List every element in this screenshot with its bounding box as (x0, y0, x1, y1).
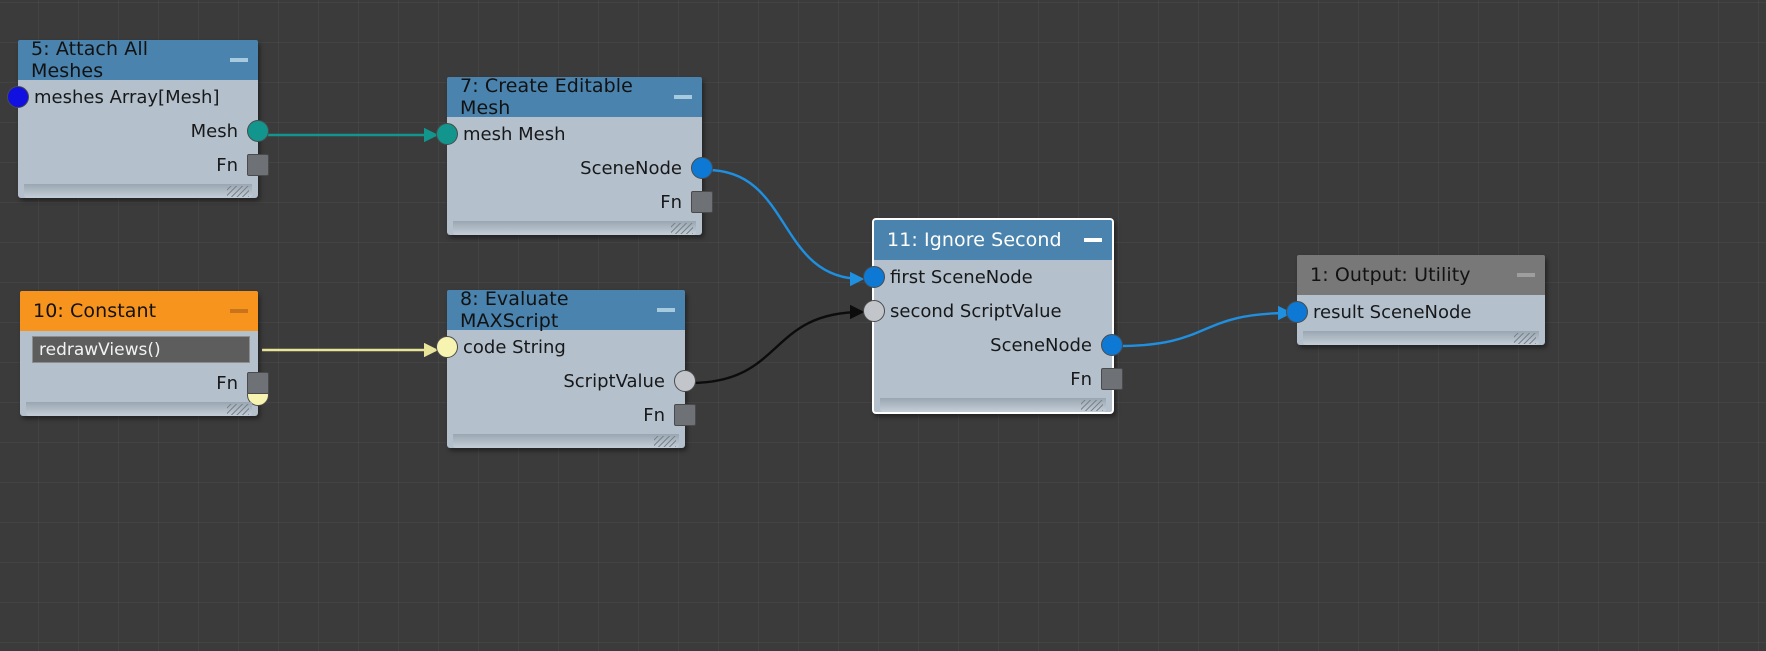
fn-socket-icon[interactable] (1101, 368, 1123, 390)
input-row[interactable]: code String (436, 330, 685, 364)
node-title-bar[interactable]: 8: Evaluate MAXScript (447, 288, 685, 332)
node-title: 8: Evaluate MAXScript (460, 288, 569, 332)
resize-grip-icon[interactable] (227, 186, 249, 197)
output-label: Mesh (190, 120, 238, 142)
node-body: result SceneNode (1286, 295, 1545, 329)
fn-socket-icon[interactable] (247, 372, 269, 394)
input-label: mesh Mesh (463, 123, 566, 145)
socket-icon[interactable] (1101, 334, 1123, 356)
socket-icon[interactable] (863, 266, 885, 288)
node-footer (1303, 331, 1539, 345)
node-body: redrawViews() Fn (20, 336, 269, 406)
output-label: SceneNode (580, 157, 682, 179)
node-title-bar[interactable]: 11: Ignore Second (874, 220, 1112, 260)
input-label: result SceneNode (1313, 301, 1472, 323)
node-10[interactable]: 10: Constant redrawViews() Fn (20, 291, 269, 416)
output-row[interactable]: Fn (447, 398, 696, 432)
node-title: 11: Ignore Second (887, 229, 1062, 251)
node-footer (453, 434, 679, 448)
output-label: Fn (1070, 368, 1092, 390)
output-label: SceneNode (990, 334, 1092, 356)
node-title: 1: Output: Utility (1310, 264, 1471, 286)
wire-scenenode-1[interactable] (706, 168, 865, 287)
input-label: second ScriptValue (890, 300, 1062, 322)
output-row[interactable]: Mesh (18, 114, 269, 148)
constant-value-input[interactable]: redrawViews() (32, 336, 250, 363)
resize-grip-icon[interactable] (671, 223, 693, 234)
node-title-bar[interactable]: 5: Attach All Meshes (18, 38, 258, 82)
socket-icon[interactable] (863, 300, 885, 322)
output-label: Fn (216, 154, 238, 176)
resize-grip-icon[interactable] (227, 404, 249, 415)
node-footer (26, 402, 252, 416)
minimize-icon[interactable] (1517, 273, 1535, 277)
output-row[interactable]: Fn (18, 148, 269, 182)
node-1[interactable]: 1: Output: Utility result SceneNode (1286, 255, 1545, 345)
node-title-bar[interactable]: 7: Create Editable Mesh (447, 75, 702, 119)
node-title: 7: Create Editable Mesh (460, 75, 633, 119)
node-title: 10: Constant (33, 300, 157, 322)
node-footer (24, 184, 252, 198)
resize-grip-icon[interactable] (1514, 333, 1536, 344)
node-footer (453, 221, 696, 235)
output-label: Fn (660, 191, 682, 213)
input-row[interactable]: result SceneNode (1286, 295, 1545, 329)
input-label: code String (463, 336, 566, 358)
socket-icon[interactable] (247, 120, 269, 142)
resize-grip-icon[interactable] (1081, 400, 1103, 411)
input-label: meshes Array[Mesh] (34, 86, 220, 108)
input-row[interactable]: first SceneNode (863, 260, 1112, 294)
output-label: ScriptValue (563, 370, 665, 392)
minimize-icon[interactable] (657, 308, 675, 312)
output-label: Fn (216, 372, 238, 394)
output-row[interactable]: ScriptValue (447, 364, 696, 398)
wire-scenenode-2[interactable] (1118, 305, 1293, 348)
socket-icon[interactable] (674, 370, 696, 392)
node-footer (880, 398, 1106, 412)
input-row[interactable]: mesh Mesh (436, 117, 702, 151)
input-label: first SceneNode (890, 266, 1033, 288)
input-row[interactable]: second ScriptValue (863, 294, 1112, 328)
fn-socket-icon[interactable] (674, 404, 696, 426)
resize-grip-icon[interactable] (654, 436, 676, 447)
minimize-icon[interactable] (230, 309, 248, 313)
node-title-bar[interactable]: 1: Output: Utility (1297, 255, 1545, 295)
output-row[interactable]: Fn (447, 185, 713, 219)
output-label: Fn (643, 404, 665, 426)
socket-icon[interactable] (7, 86, 29, 108)
wire-scriptvalue[interactable] (689, 304, 865, 385)
minimize-icon[interactable] (230, 58, 248, 62)
node-5[interactable]: 5: Attach All Meshes meshes Array[Mesh] Me… (7, 38, 269, 198)
minimize-icon[interactable] (1084, 238, 1102, 242)
output-row[interactable]: Fn (874, 362, 1123, 396)
socket-icon[interactable] (1286, 301, 1308, 323)
socket-icon[interactable] (436, 123, 458, 145)
node-title-bar[interactable]: 10: Constant (20, 291, 258, 331)
fn-socket-icon[interactable] (691, 191, 713, 213)
fn-socket-icon[interactable] (247, 154, 269, 176)
node-title: 5: Attach All Meshes (31, 38, 149, 82)
input-row[interactable]: meshes Array[Mesh] (7, 80, 258, 114)
minimize-icon[interactable] (674, 95, 692, 99)
socket-icon[interactable] (436, 336, 458, 358)
socket-icon[interactable] (691, 157, 713, 179)
output-row[interactable]: SceneNode (447, 151, 713, 185)
output-row[interactable]: SceneNode (874, 328, 1123, 362)
output-row[interactable]: Fn (20, 366, 269, 400)
node-11[interactable]: 11: Ignore Second first SceneNode second S… (863, 218, 1123, 414)
